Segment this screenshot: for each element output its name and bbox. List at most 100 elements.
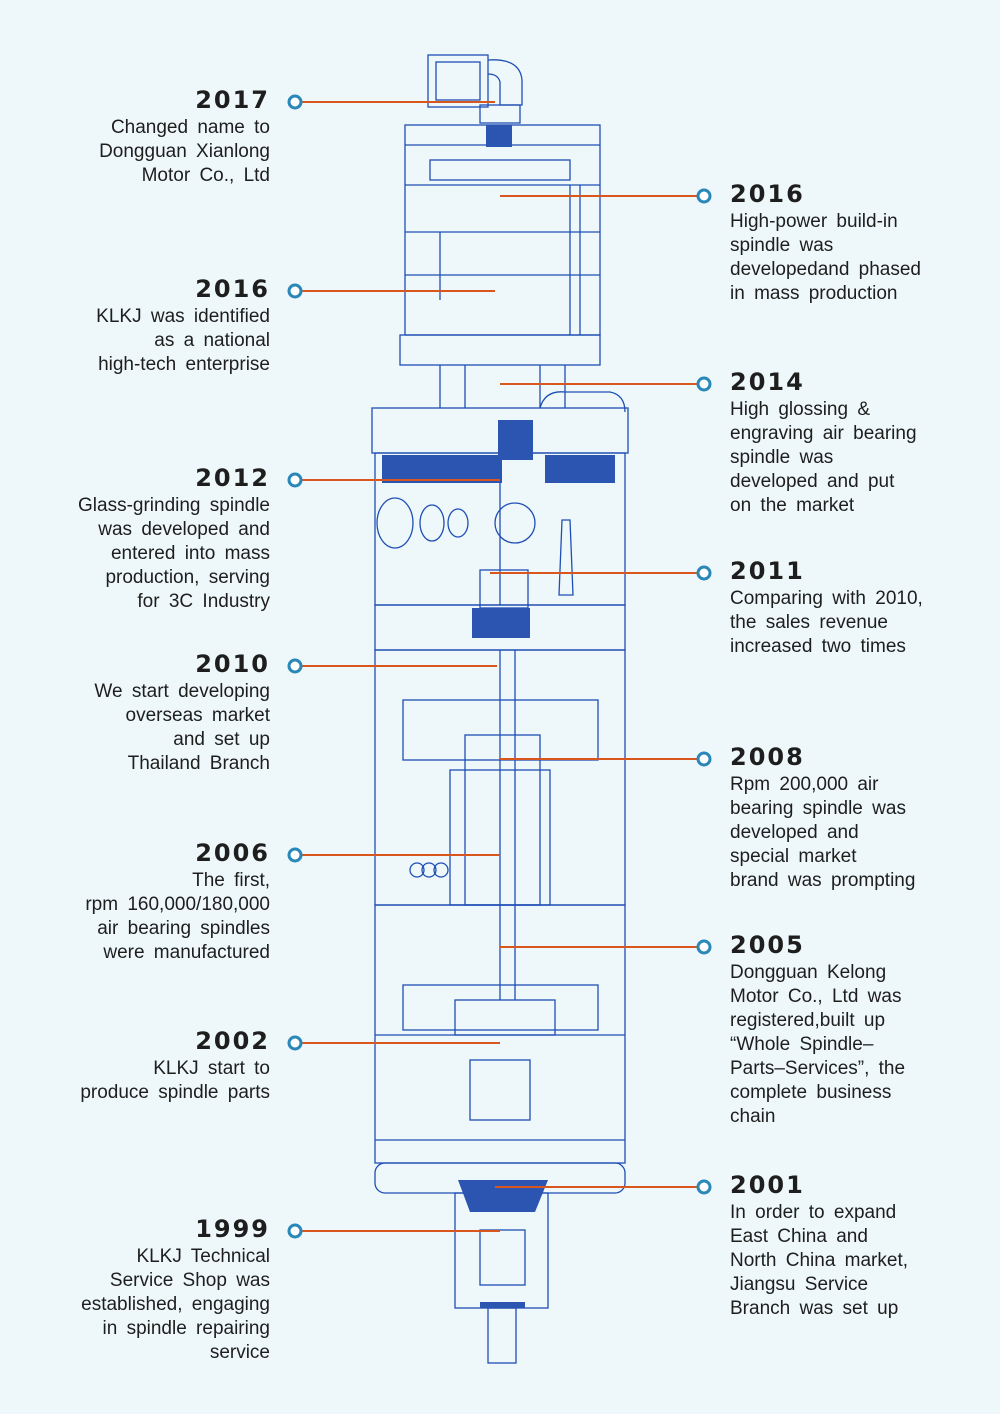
event-description-line: brand was prompting <box>730 870 916 891</box>
timeline-event-left-3: 2010 We start developing overseas market an… <box>10 650 270 776</box>
leader-lines <box>287 94 712 1239</box>
event-description-line: for 3C Industry <box>137 591 270 612</box>
event-description-line: in spindle repairing <box>102 1318 271 1339</box>
event-description-line: complete business <box>730 1082 892 1103</box>
event-year: 2010 <box>195 650 270 678</box>
event-year: 2016 <box>195 275 270 303</box>
event-description-line: the sales revenue <box>730 612 888 633</box>
timeline-dot-icon <box>287 847 303 863</box>
event-description-line: High-power build-in <box>730 211 898 232</box>
timeline-dot-icon <box>287 1223 303 1239</box>
event-description: We start developing overseas market and se… <box>10 680 270 776</box>
event-year: 2006 <box>195 839 270 867</box>
event-description-line: “Whole Spindle– <box>730 1034 874 1055</box>
timeline-dot-icon <box>287 94 303 110</box>
event-description-line: rpm 160,000/180,000 <box>85 894 270 915</box>
event-year: 2017 <box>195 86 270 114</box>
timeline-dot-icon <box>287 283 303 299</box>
event-year: 2012 <box>195 464 270 492</box>
event-description-line: Thailand Branch <box>127 753 270 774</box>
event-year: 2011 <box>730 557 805 585</box>
event-description-line: engraving air bearing <box>730 423 917 444</box>
event-description-line: East China and <box>730 1226 868 1247</box>
event-description-line: increased two times <box>730 636 906 657</box>
event-year: 2005 <box>730 931 805 959</box>
event-year: 1999 <box>195 1215 270 1243</box>
timeline-dot-icon <box>696 751 712 767</box>
event-description-line: in mass production <box>730 283 898 304</box>
event-description-line: Branch was set up <box>730 1298 899 1319</box>
timeline-dot-icon <box>287 1035 303 1051</box>
timeline-dot-icon <box>696 1179 712 1195</box>
timeline-dot-icon <box>696 376 712 392</box>
event-description-line: entered into mass <box>110 543 270 564</box>
event-description-line: special market <box>730 846 857 867</box>
event-description-line: Comparing with 2010, <box>730 588 923 609</box>
spindle-outline <box>371 54 629 1364</box>
event-description-line: Motor Co., Ltd <box>141 165 270 186</box>
event-description-line: KLKJ was identified <box>96 306 270 327</box>
timeline-dot-icon <box>696 939 712 955</box>
event-description-line: KLKJ start to <box>153 1058 270 1079</box>
event-description-line: was developed and <box>98 519 270 540</box>
event-description-line: Dongguan Kelong <box>730 962 887 983</box>
timeline-dot-icon <box>287 658 303 674</box>
event-description-line: bearing spindle was <box>730 798 906 819</box>
event-description-line: We start developing <box>94 681 270 702</box>
event-description-line: developedand phased <box>730 259 922 280</box>
event-description-line: spindle was <box>730 447 834 468</box>
event-description: Comparing with 2010, the sales revenue inc… <box>730 587 980 659</box>
timeline-dot-icon <box>287 472 303 488</box>
event-description-line: air bearing spindles <box>97 918 270 939</box>
event-description-line: established, engaging <box>81 1294 270 1315</box>
timeline-dot-icon <box>696 565 712 581</box>
event-description-line: The first, <box>192 870 270 891</box>
event-description-line: Jiangsu Service <box>730 1274 869 1295</box>
event-description-line: Motor Co., Ltd was <box>730 986 902 1007</box>
event-description-line: North China market, <box>730 1250 909 1271</box>
event-description-line: Changed name to <box>110 117 270 138</box>
event-year: 2008 <box>730 743 805 771</box>
event-description-line: developed and <box>730 822 859 843</box>
event-description-line: Service Shop was <box>109 1270 270 1291</box>
event-description: KLKJ start to produce spindle parts <box>10 1057 270 1105</box>
event-description-line: In order to expand <box>730 1202 897 1223</box>
event-description-line: were manufactured <box>103 942 270 963</box>
event-year: 2002 <box>195 1027 270 1055</box>
event-description-line: Dongguan Xianlong <box>99 141 270 162</box>
event-description: High-power build-in spindle was developeda… <box>730 210 980 306</box>
event-description-line: as a national <box>154 330 270 351</box>
event-year: 2001 <box>730 1171 805 1199</box>
event-description-line: service <box>209 1342 270 1363</box>
event-description-line: spindle was <box>730 235 834 256</box>
event-description-line: chain <box>730 1106 776 1127</box>
event-description: KLKJ was identified as a national high-tec… <box>10 305 270 377</box>
event-description-line: produce spindle parts <box>80 1082 270 1103</box>
event-year: 2014 <box>730 368 805 396</box>
timeline-dot-icon <box>696 188 712 204</box>
event-description-line: developed and put <box>730 471 895 492</box>
event-description-line: high-tech enterprise <box>98 354 270 375</box>
event-description: The first, rpm 160,000/180,000 air bearing… <box>10 869 270 965</box>
event-description-line: and set up <box>173 729 270 750</box>
event-description-line: production, serving <box>105 567 270 588</box>
event-description-line: overseas market <box>125 705 270 726</box>
